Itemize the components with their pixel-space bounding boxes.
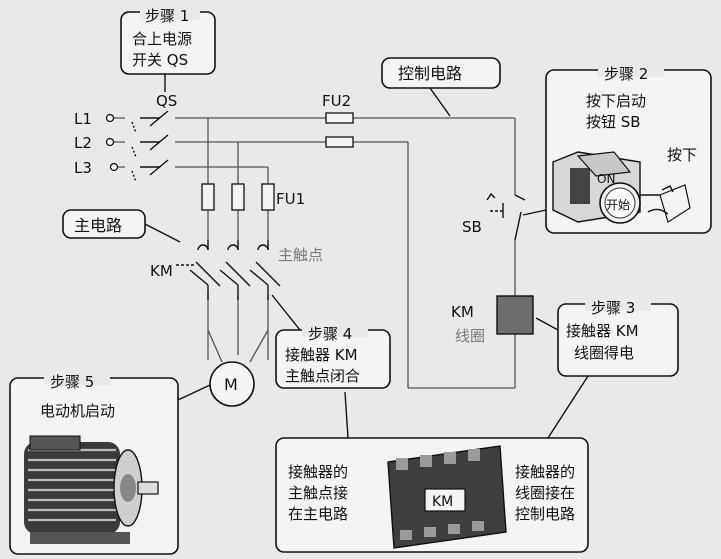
motor-label: M bbox=[224, 375, 238, 394]
bottom-left-line1: 接触器的 bbox=[288, 463, 348, 481]
step4-title: 步骤 4 bbox=[308, 325, 352, 343]
sb-button-symbol bbox=[486, 192, 526, 241]
label-coil: 线圈 bbox=[455, 327, 485, 345]
label-fu1: FU1 bbox=[276, 190, 305, 208]
step1-callout bbox=[120, 5, 216, 92]
button-on-text: ON bbox=[597, 172, 615, 186]
step1-title: 步骤 1 bbox=[145, 7, 189, 25]
step4-line1: 接触器 KM bbox=[285, 346, 358, 364]
control-circuit-callout bbox=[381, 57, 501, 117]
label-main-contact: 主触点 bbox=[278, 246, 323, 264]
button-start-text: 开始 bbox=[606, 198, 630, 212]
step5-title: 步骤 5 bbox=[50, 373, 94, 391]
bottom-left-line2: 主触点接 bbox=[288, 484, 348, 502]
start-button-illustration bbox=[552, 151, 691, 224]
label-fu2: FU2 bbox=[322, 92, 351, 110]
step3-title: 步骤 3 bbox=[591, 299, 635, 317]
line-terminals bbox=[105, 113, 119, 172]
km-coil-symbol bbox=[496, 295, 534, 335]
step1-line2: 开关 QS bbox=[132, 51, 188, 69]
qs-switch bbox=[125, 110, 175, 185]
step3-callout bbox=[535, 296, 679, 377]
bottom-right-line1: 接触器的 bbox=[515, 463, 575, 481]
main-circuit-label: 主电路 bbox=[74, 216, 122, 235]
step2-line1: 按下启动 bbox=[586, 92, 646, 110]
label-l2: L2 bbox=[74, 134, 92, 152]
motor-symbol bbox=[209, 361, 255, 407]
main-circuit-callout bbox=[62, 209, 181, 243]
bottom-right-line3: 控制电路 bbox=[515, 505, 575, 523]
step3-line1: 接触器 KM bbox=[566, 322, 639, 340]
step4-line2: 主触点闭合 bbox=[285, 367, 360, 385]
step1-line1: 合上电源 bbox=[132, 30, 192, 48]
electric-motor-illustration bbox=[24, 435, 159, 544]
contactor-illustration bbox=[387, 445, 507, 549]
step5-line1: 电动机启动 bbox=[40, 402, 115, 420]
label-km: KM bbox=[150, 262, 173, 280]
control-circuit-label: 控制电路 bbox=[398, 64, 462, 83]
label-l3: L3 bbox=[74, 159, 92, 177]
contactor-km-label: KM bbox=[432, 494, 453, 510]
step2-title: 步骤 2 bbox=[604, 65, 648, 83]
bottom-left-line3: 在主电路 bbox=[288, 505, 348, 523]
step4-callout bbox=[271, 294, 391, 389]
bottom-right-line2: 线圈接在 bbox=[515, 484, 575, 502]
fu1-fuses bbox=[201, 183, 275, 211]
step2-line2: 按钮 SB bbox=[586, 113, 641, 131]
step2-press: 按下 bbox=[667, 146, 697, 164]
label-sb: SB bbox=[462, 218, 482, 236]
label-coil-km: KM bbox=[451, 303, 474, 321]
km-main-contacts bbox=[176, 240, 281, 300]
fu2-fuses bbox=[325, 112, 354, 148]
step3-line2: 线圈得电 bbox=[574, 344, 634, 362]
label-l1: L1 bbox=[74, 110, 92, 128]
label-qs: QS bbox=[156, 92, 177, 110]
